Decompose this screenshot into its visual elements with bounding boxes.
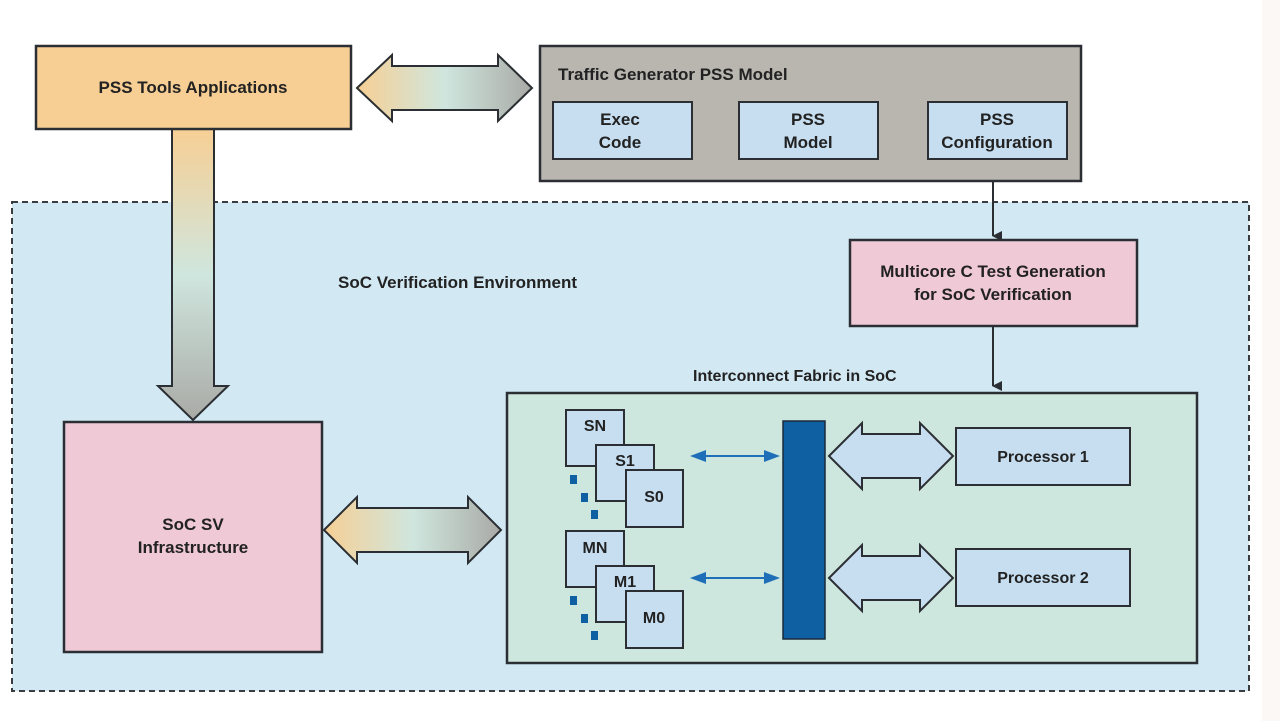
- pss-tools-applications-box[interactable]: PSS Tools Applications: [34, 44, 353, 131]
- tools-model-double-arrow: [355, 52, 534, 124]
- ellipsis-dot: [570, 475, 577, 484]
- ellipsis-dot: [591, 631, 598, 640]
- traffic-model-title: Traffic Generator PSS Model: [558, 65, 788, 84]
- page-edge-strip: [1262, 0, 1280, 721]
- slave-box-s0[interactable]: [625, 469, 684, 528]
- pss-model-line1: PSS: [791, 110, 825, 129]
- slave-stack: SN S1 S0: [565, 409, 684, 528]
- processor-1-box[interactable]: Processor 1: [955, 427, 1131, 486]
- test-generation-line1: Multicore C Test Generation: [880, 262, 1105, 281]
- slave-s0-label: S0: [644, 489, 664, 506]
- pss-configuration-line1: PSS: [980, 110, 1014, 129]
- environment-label: SoC Verification Environment: [338, 273, 577, 292]
- processor-1-label: Processor 1: [997, 449, 1089, 466]
- master-m0-label: M0: [643, 610, 665, 627]
- master-bus-link-arrow: [690, 572, 780, 584]
- master-stack: MN M1 M0: [565, 530, 684, 649]
- ellipsis-dot: [570, 596, 577, 605]
- master-m1-label: M1: [614, 574, 636, 591]
- master-box-m0[interactable]: [625, 590, 684, 649]
- traffic-generator-pss-model[interactable]: Traffic Generator PSS Model Exec Code PS…: [538, 44, 1083, 183]
- exec-code-box[interactable]: Exec Code: [552, 101, 693, 160]
- infrastructure-line2: Infrastructure: [138, 538, 249, 557]
- exec-code-line2: Code: [599, 133, 642, 152]
- pss-tools-applications-label: PSS Tools Applications: [99, 78, 288, 97]
- processor2-double-arrow: [827, 542, 955, 614]
- slave-s1-label: S1: [615, 453, 635, 470]
- fabric-label: Interconnect Fabric in SoC: [693, 368, 897, 385]
- processor-2-label: Processor 2: [997, 570, 1089, 587]
- infrastructure-line1: SoC SV: [162, 515, 224, 534]
- processor1-double-arrow: [827, 420, 955, 492]
- master-mn-label: MN: [583, 540, 608, 557]
- test-generation-line2: for SoC Verification: [914, 285, 1072, 304]
- tools-to-infrastructure-arrow: [155, 128, 231, 422]
- infrastructure-fabric-double-arrow: [322, 494, 503, 566]
- ellipsis-dot: [591, 510, 598, 519]
- ellipsis-dot: [581, 614, 588, 623]
- slave-sn-label: SN: [584, 418, 606, 435]
- ellipsis-dot: [581, 493, 588, 502]
- pss-configuration-line2: Configuration: [941, 133, 1052, 152]
- exec-code-line1: Exec: [600, 110, 640, 129]
- soc-sv-infrastructure-box[interactable]: SoC SV Infrastructure: [62, 420, 324, 654]
- processor-2-box[interactable]: Processor 2: [955, 548, 1131, 607]
- pss-model-line2: Model: [783, 133, 832, 152]
- multicore-test-generation-box[interactable]: Multicore C Test Generation for SoC Veri…: [848, 238, 1139, 328]
- interconnect-bus: [782, 420, 826, 640]
- pss-configuration-box[interactable]: PSS Configuration: [927, 101, 1068, 160]
- pss-model-box[interactable]: PSS Model: [738, 101, 879, 160]
- slave-bus-link-arrow: [690, 450, 780, 462]
